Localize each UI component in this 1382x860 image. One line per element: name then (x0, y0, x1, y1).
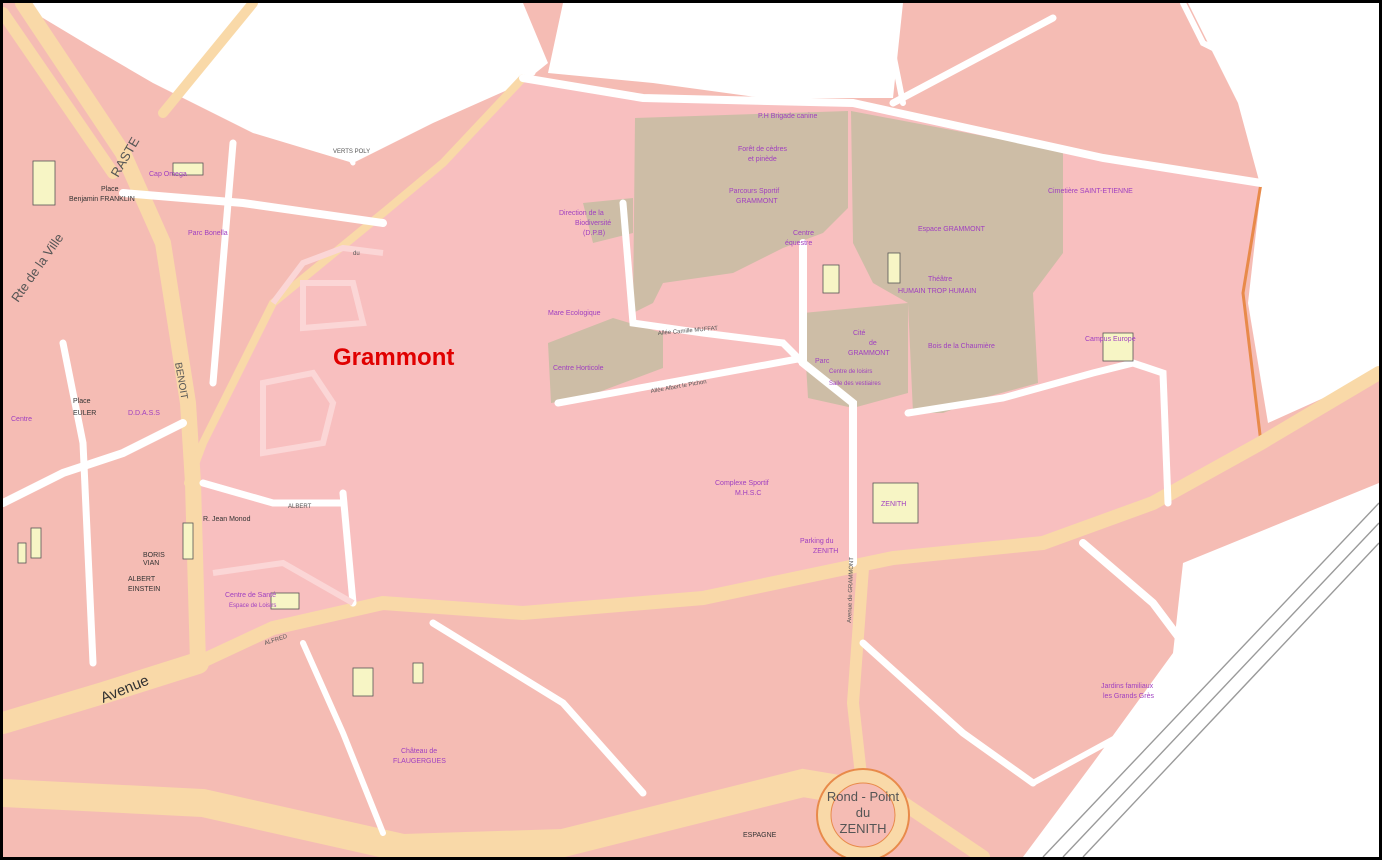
poi-label: Centre (11, 416, 32, 423)
poi-label: Biodiversité (575, 220, 611, 227)
street-label: VERTS POLY (333, 149, 370, 155)
city-map[interactable]: Rond - Point du ZENITH Grammont P.H Brig… (3, 3, 1379, 857)
poi-label: équestre (785, 240, 812, 247)
poi-label: Forêt de cèdres (738, 146, 788, 153)
poi-label: Centre de Santé (225, 592, 276, 599)
poi-label: ZENITH (813, 548, 838, 555)
poi-label: Parcours Sportif (729, 188, 779, 195)
roundabout-label-line1: Rond - Point (827, 789, 900, 804)
poi-label: Centre (793, 230, 814, 237)
street-label: Avenue de GRAMMONT (847, 557, 855, 623)
main-roads (3, 3, 1379, 857)
street-label: du (353, 251, 360, 257)
poi-label: et pinède (748, 156, 777, 163)
poi-label: Parking du (800, 538, 834, 545)
district-roads (212, 244, 384, 606)
district-label: Grammont (333, 344, 454, 371)
poi-label: Direction de la (559, 210, 604, 217)
poi-label: M.H.S.C (735, 490, 761, 497)
place-label: EINSTEIN (128, 586, 160, 593)
poi-label: Château de (401, 748, 437, 755)
place-label: R. Jean Monod (203, 516, 251, 523)
poi-label: Cimetière SAINT-ETIENNE (1048, 188, 1133, 195)
poi-label: HUMAIN TROP HUMAIN (898, 288, 976, 295)
place-label: EULER (73, 410, 96, 417)
poi-label: (D.P.B) (583, 230, 605, 237)
place-label: BORIS (143, 552, 165, 559)
poi-label: Parc (815, 358, 830, 365)
place-labels: Place EULER Place Benjamin FRANKLIN R. J… (69, 186, 777, 839)
poi-label: Espace GRAMMONT (918, 226, 986, 233)
roundabout-label-line2: du (856, 805, 870, 820)
poi-label: ZENITH (881, 501, 906, 508)
place-label: Place (101, 186, 119, 193)
buildings (17, 160, 1134, 697)
place-label: Benjamin FRANKLIN (69, 196, 135, 203)
poi-label: de (869, 340, 877, 347)
rail-lines (1042, 502, 1379, 857)
poi-label: les Grands Grès (1103, 693, 1154, 700)
park-areas (548, 111, 1063, 413)
place-label: ALBERT (128, 576, 156, 583)
roundabout-zenith[interactable]: Rond - Point du ZENITH (816, 768, 910, 857)
poi-label: Campus Europe (1085, 336, 1136, 343)
poi-label: Parc Bonella (188, 230, 228, 237)
street-label: ALBERT (288, 504, 312, 510)
poi-label: Complexe Sportif (715, 480, 769, 487)
poi-label: Cap Omega (149, 171, 187, 178)
secondary-roads (3, 3, 1327, 857)
place-label: VIAN (143, 560, 159, 567)
street-label: Allée Camille MUFFAT (658, 326, 719, 337)
poi-label: Espace de Loisirs (229, 603, 276, 609)
poi-label: FLAUGERGUES (393, 758, 446, 765)
poi-label: Mare Ecologique (548, 310, 601, 317)
poi-label: Bois de la Chaumière (928, 343, 995, 350)
poi-label: Centre Horticole (553, 365, 604, 372)
poi-label: Centre de loisirs (829, 369, 872, 375)
poi-label: GRAMMONT (848, 350, 890, 357)
poi-label: P.H Brigade canine (758, 113, 818, 120)
place-label: ESPAGNE (743, 832, 777, 839)
poi-label: D.D.A.S.S (128, 410, 160, 417)
poi-label: Cité (853, 330, 866, 337)
poi-label: Jardins familiaux (1101, 683, 1154, 690)
poi-labels: P.H Brigade canine Forêt de cèdres et pi… (11, 113, 1154, 765)
roundabout-label-line3: ZENITH (840, 821, 887, 836)
poi-label: Salle des vestiaires (829, 381, 881, 387)
place-label: Place (73, 398, 91, 405)
poi-label: Théâtre (928, 276, 952, 283)
poi-label: GRAMMONT (736, 198, 778, 205)
